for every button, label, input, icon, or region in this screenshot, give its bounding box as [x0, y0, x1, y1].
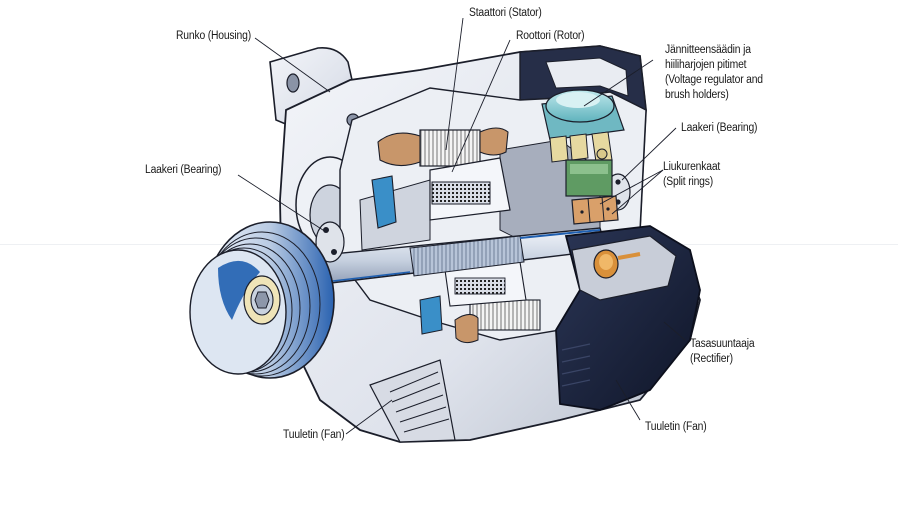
rectifier: [555, 225, 701, 411]
pulley: [189, 221, 335, 379]
split-rings: [571, 195, 619, 225]
leader-split-ring-2: [611, 169, 664, 215]
leader-stator: [445, 17, 464, 151]
label-bearing-right: Laakeri (Bearing): [681, 122, 758, 134]
label-regulator: Jännitteensäädin ja hiiliharjojen pitime…: [665, 43, 763, 103]
label-regulator-line-2: hiiliharjojen pitimet: [665, 59, 747, 71]
label-rectifier: Tasasuuntaaja (Rectifier): [690, 337, 755, 367]
label-split-rings-line-2: (Split rings): [663, 176, 714, 188]
label-bearing-left: Laakeri (Bearing): [145, 164, 222, 176]
leader-regulator: [583, 59, 654, 107]
leader-bearing-left: [237, 174, 327, 233]
leader-split-ring-1: [599, 169, 664, 205]
rotor: [371, 157, 527, 335]
label-split-rings: Liukurenkaat (Split rings): [663, 160, 720, 190]
label-housing: Runko (Housing): [176, 30, 251, 42]
leader-housing: [254, 37, 331, 93]
label-split-rings-line-1: Liukurenkaat: [663, 161, 721, 173]
label-rectifier-line-2: (Rectifier): [690, 353, 733, 365]
label-regulator-line-4: brush holders): [665, 89, 729, 101]
bearing-front: [315, 221, 345, 263]
leader-fan-right: [615, 379, 641, 421]
label-fan-right: Tuuletin (Fan): [645, 421, 707, 433]
leader-rotor: [451, 39, 511, 173]
label-regulator-line-1: Jännitteensäädin ja: [665, 44, 751, 56]
label-rotor: Roottori (Rotor): [516, 30, 585, 42]
voltage-regulator: [541, 89, 625, 197]
leader-lines: [237, 17, 686, 435]
leader-rectifier: [663, 321, 686, 341]
label-rectifier-line-1: Tasasuuntaaja: [690, 338, 755, 350]
stator: [377, 127, 541, 344]
shaft: [249, 227, 607, 293]
label-fan-left: Tuuletin (Fan): [283, 429, 345, 441]
label-regulator-line-3: (Voltage regulator and: [665, 74, 763, 86]
front-fan-fins: [369, 359, 456, 443]
label-stator: Staattori (Stator): [469, 7, 542, 19]
leader-bearing-right: [621, 127, 677, 181]
leader-fan-left: [345, 399, 393, 435]
